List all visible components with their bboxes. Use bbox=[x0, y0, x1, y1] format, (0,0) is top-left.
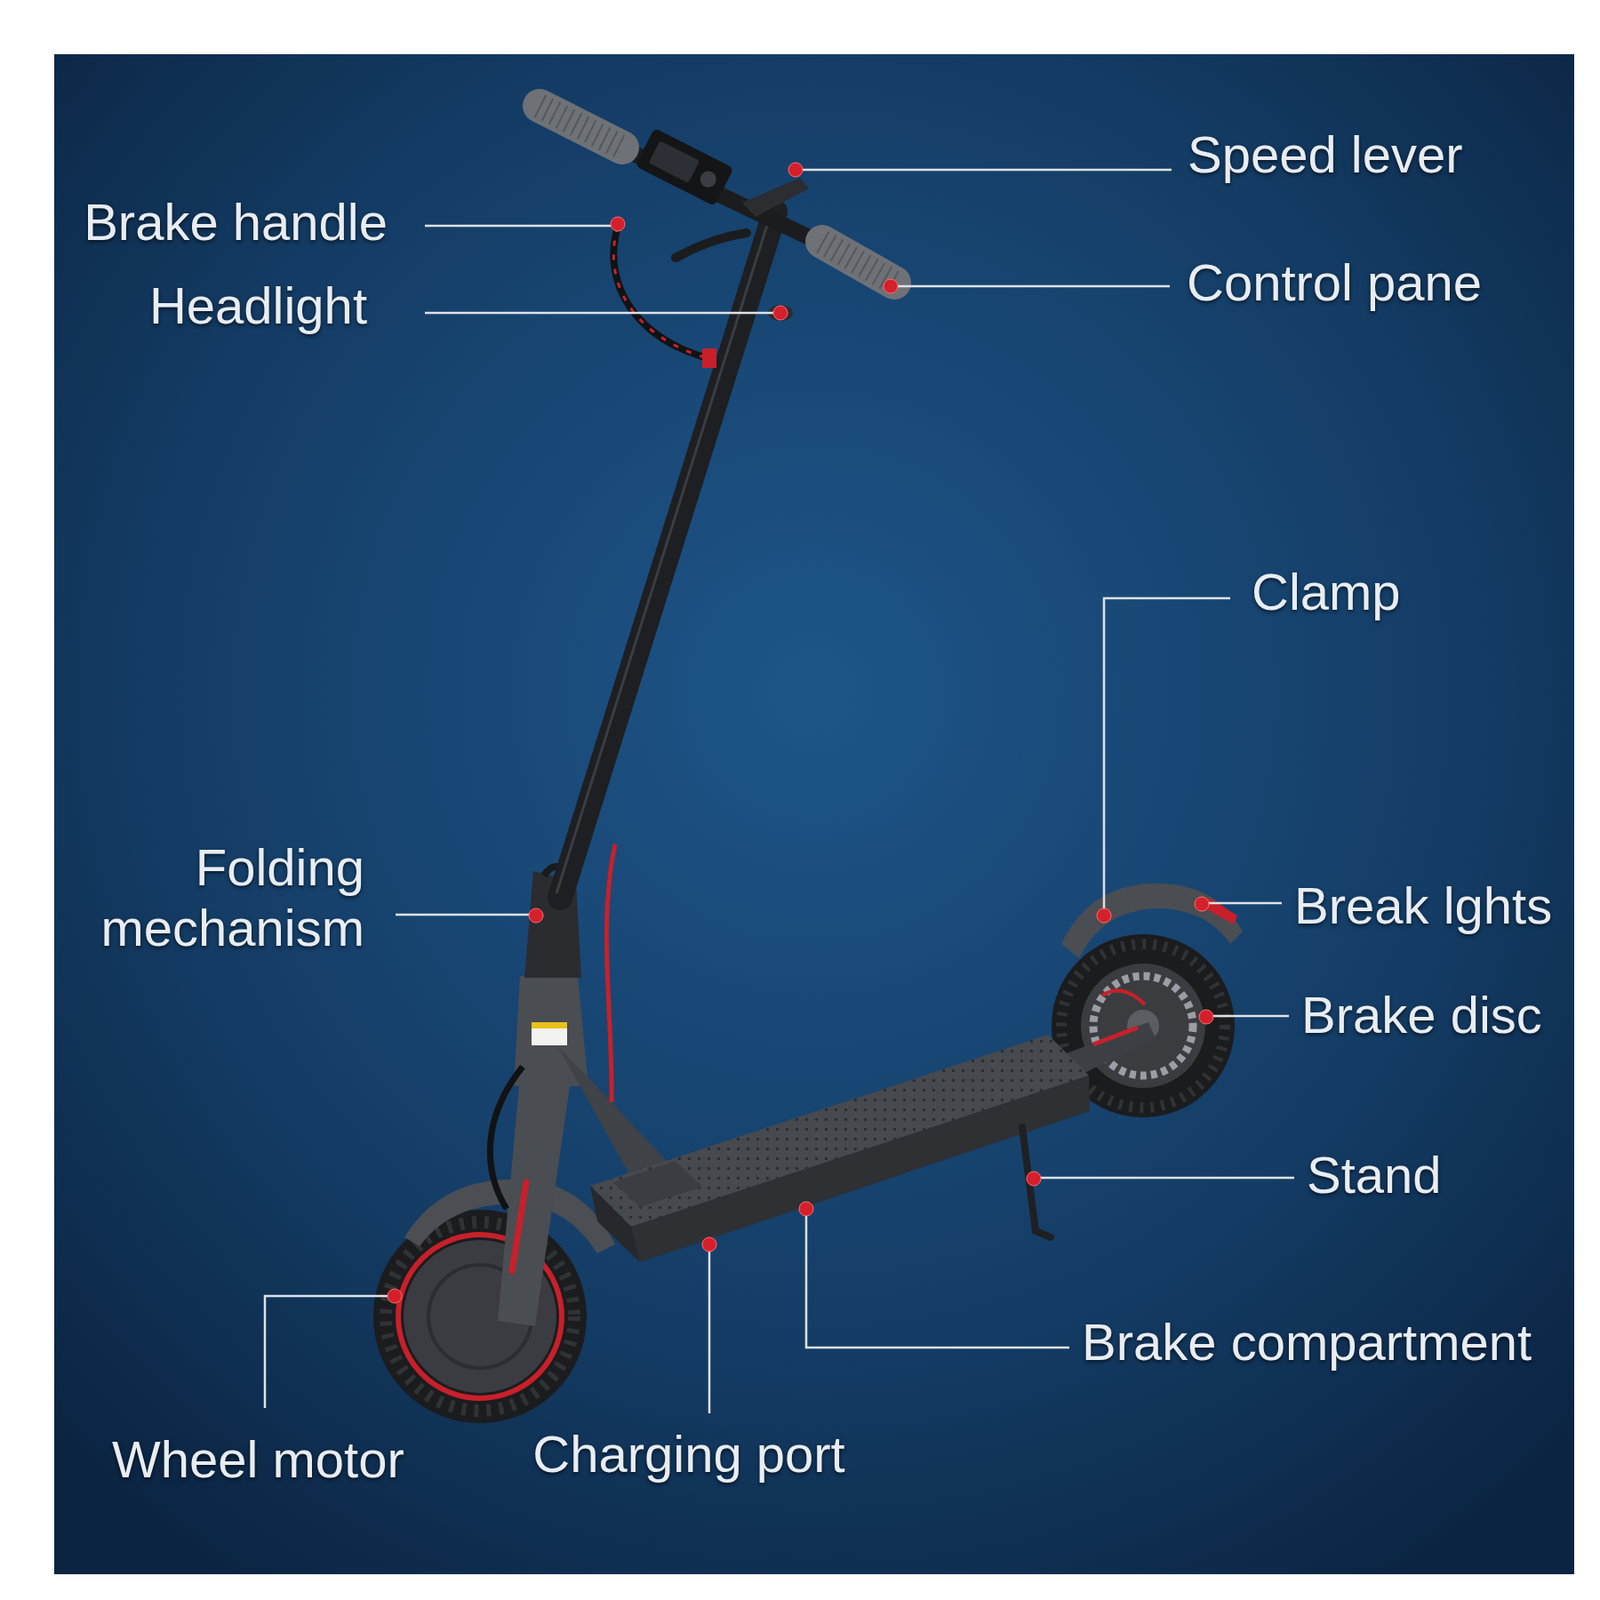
right-grip bbox=[822, 241, 895, 283]
display-screen bbox=[648, 140, 700, 184]
leader-line bbox=[806, 1212, 1070, 1348]
kickstand bbox=[1022, 1127, 1051, 1238]
leader-line bbox=[1205, 902, 1282, 905]
leader-line bbox=[1038, 1176, 1295, 1180]
callout-dot bbox=[387, 1288, 402, 1304]
callout-dot bbox=[773, 305, 788, 320]
stem-highlight bbox=[556, 222, 768, 894]
deck-side bbox=[631, 1075, 1090, 1263]
left-grip bbox=[539, 105, 623, 148]
brake-cable-rear bbox=[1102, 990, 1145, 1005]
leader-line bbox=[894, 285, 1170, 288]
callout-dot bbox=[1199, 1009, 1214, 1024]
display-body bbox=[635, 128, 735, 207]
part-label: Folding mechanism bbox=[62, 837, 365, 960]
rear-reflector bbox=[1093, 1027, 1138, 1045]
callout-dot bbox=[883, 279, 898, 294]
stem bbox=[560, 211, 776, 898]
leader-line bbox=[708, 1248, 712, 1414]
cable-clip bbox=[702, 348, 717, 368]
callout-dot bbox=[1026, 1171, 1041, 1186]
callout-dot bbox=[799, 1201, 814, 1216]
part-label: Speed lever bbox=[1187, 124, 1464, 185]
rear-fender bbox=[1061, 883, 1243, 959]
speed-lever-symbol bbox=[742, 177, 809, 217]
callout-dot bbox=[610, 216, 625, 232]
fork-reflector bbox=[512, 1182, 527, 1272]
callout-dot bbox=[528, 908, 544, 923]
callout-dot bbox=[1194, 896, 1209, 912]
leader-line bbox=[395, 913, 532, 917]
leader-line bbox=[424, 312, 776, 315]
control-display bbox=[635, 128, 735, 207]
callout-dot bbox=[1096, 908, 1112, 923]
leader-lines bbox=[264, 169, 1295, 1414]
brake-lever bbox=[675, 232, 747, 258]
grip-texture bbox=[822, 241, 895, 283]
part-label: Brake disc bbox=[1301, 984, 1543, 1046]
leader-line bbox=[1210, 1015, 1289, 1018]
part-label: Brake handle bbox=[83, 192, 388, 253]
front-fork bbox=[497, 1075, 571, 1327]
front-tire bbox=[373, 1209, 587, 1424]
part-label: Wheel motor bbox=[112, 1429, 405, 1490]
rear-light bbox=[1205, 897, 1238, 925]
callout-dot bbox=[788, 162, 803, 177]
motor-cable bbox=[489, 1066, 523, 1209]
part-label: Clamp bbox=[1251, 561, 1401, 623]
leader-line bbox=[264, 1296, 392, 1408]
warning-sticker bbox=[531, 1022, 568, 1046]
leader-line bbox=[424, 224, 614, 228]
leader-line bbox=[800, 168, 1172, 172]
callout-dots bbox=[387, 162, 1214, 1304]
front-wheel bbox=[373, 1209, 587, 1424]
warning-strip bbox=[531, 1022, 568, 1029]
leader-line bbox=[1104, 598, 1231, 911]
blue-panel bbox=[54, 54, 1575, 1575]
part-label: Break lghts bbox=[1294, 875, 1552, 936]
display-button bbox=[697, 168, 720, 191]
part-label: Headlight bbox=[149, 275, 368, 336]
grip-texture bbox=[539, 105, 623, 148]
part-label: Brake compartment bbox=[1081, 1312, 1532, 1373]
deck-recess bbox=[613, 1160, 703, 1208]
part-label: Stand bbox=[1306, 1144, 1442, 1206]
part-label: Charging port bbox=[532, 1424, 845, 1485]
part-label: Control pane bbox=[1186, 252, 1482, 313]
callout-dot bbox=[702, 1237, 717, 1252]
red-cable bbox=[606, 844, 616, 1103]
